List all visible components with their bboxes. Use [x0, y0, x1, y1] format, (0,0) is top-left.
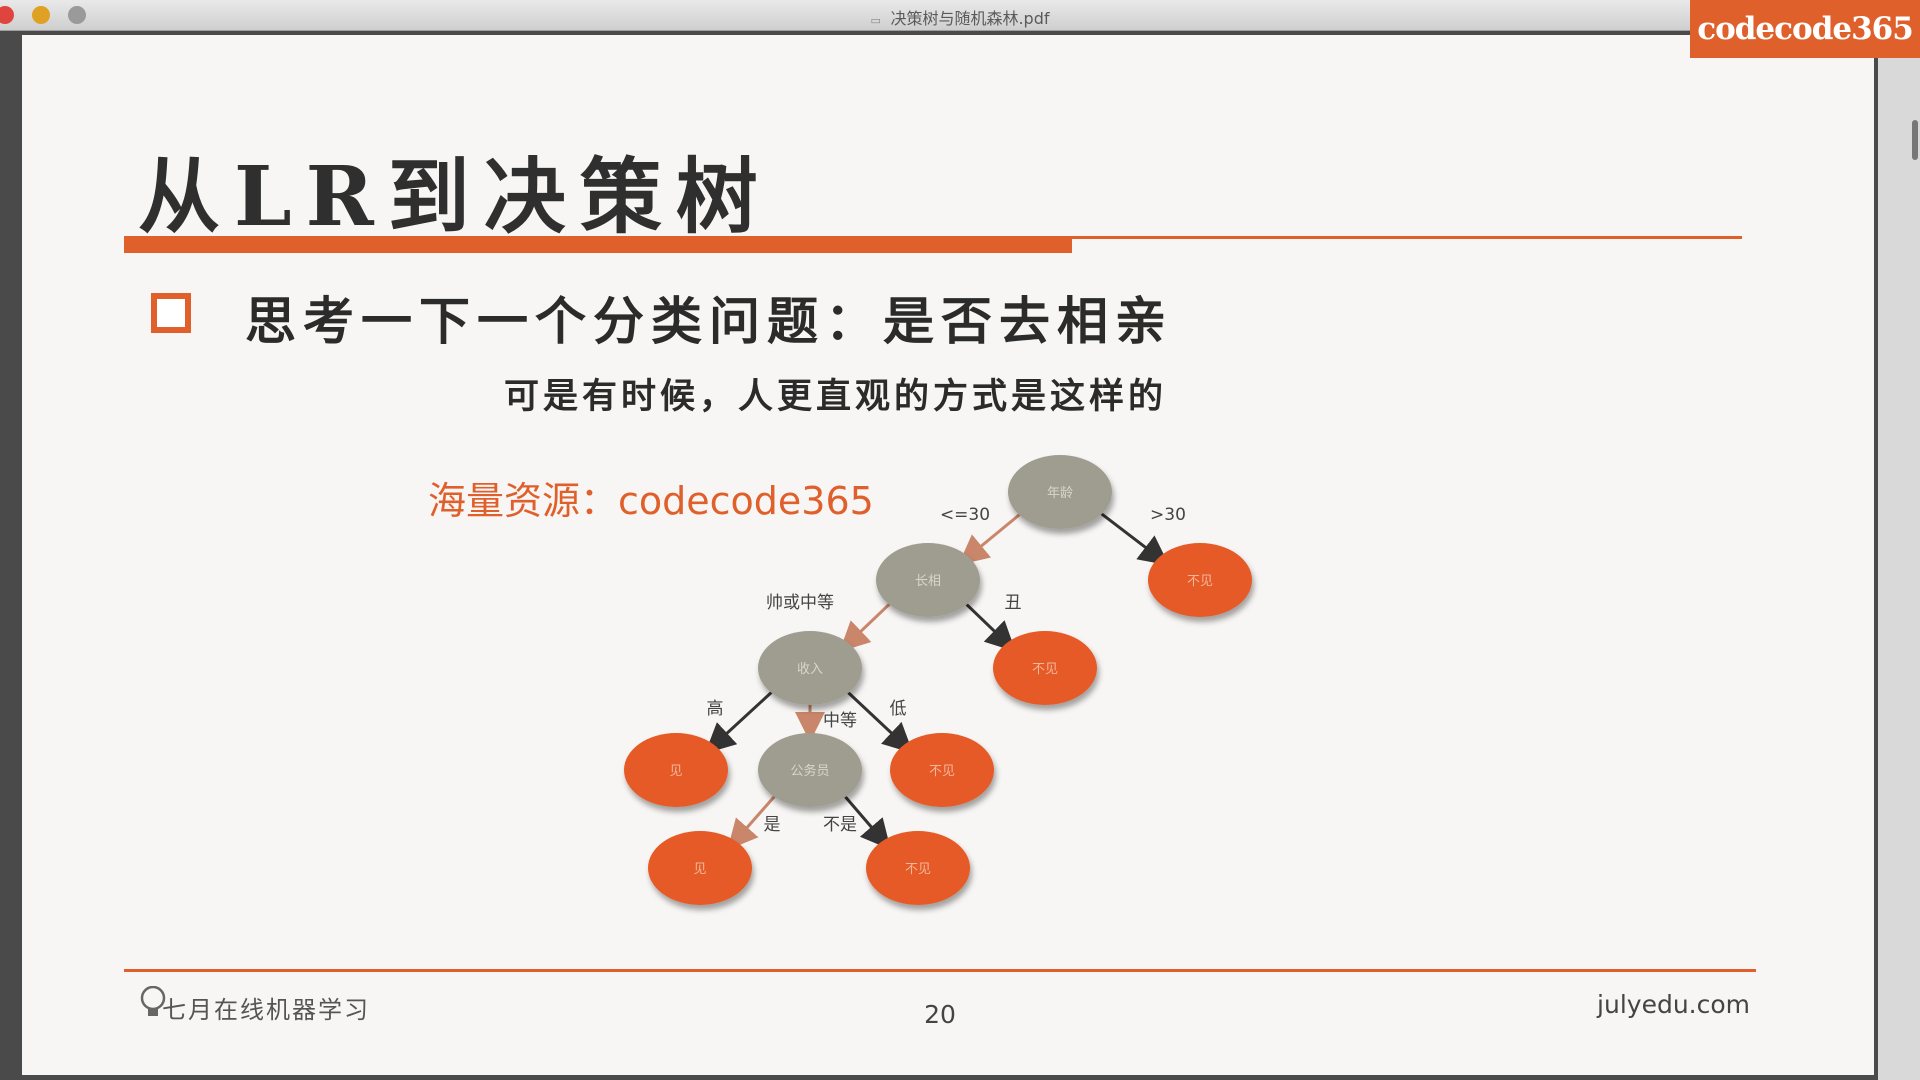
- leaf-node-shape: [890, 733, 994, 807]
- tree-node-income: 收入: [758, 631, 862, 705]
- tree-edge-label: 不是: [823, 815, 857, 835]
- close-window-button[interactable]: [0, 6, 14, 24]
- pdf-document-icon: ▭: [870, 14, 881, 27]
- slide-title: 从LR到决策树: [138, 149, 772, 245]
- tree-edge-income-yes1: [705, 685, 780, 754]
- leaf-node-shape: [993, 631, 1097, 705]
- tree-node-yes2: 见: [648, 831, 752, 905]
- decision-node-shape: [876, 543, 980, 617]
- tree-node-label: 见: [669, 764, 682, 779]
- watermark-badge: codecode365: [1690, 0, 1920, 58]
- page-number: 20: [924, 1000, 956, 1029]
- tree-edge-looks-no2: [958, 596, 1016, 652]
- leaf-node-shape: [624, 733, 728, 807]
- tree-node-label: 不见: [1187, 574, 1213, 589]
- tree-node-label: 不见: [929, 764, 955, 779]
- tree-edge-label: 高: [707, 699, 724, 719]
- window-title-text: 决策树与随机森林.pdf: [890, 9, 1050, 28]
- tree-edge-looks-income: [839, 596, 897, 652]
- promo-text: 海量资源：codecode365: [428, 479, 874, 523]
- tree-edge-age-looks: [958, 507, 1028, 565]
- tree-edge-label: 丑: [1005, 593, 1022, 613]
- decision-node-shape: [758, 733, 862, 807]
- footer-website: julyedu.com: [1597, 990, 1750, 1019]
- tree-edge-label: >30: [1150, 505, 1186, 525]
- decision-node-shape: [758, 631, 862, 705]
- tree-node-no2: 不见: [993, 631, 1097, 705]
- tree-edge-civil-yes2: [727, 788, 782, 850]
- window-title: ▭ 决策树与随机森林.pdf: [0, 5, 1920, 29]
- tree-edge-civil-no4: [838, 789, 891, 850]
- tree-edge-age-no1: [1092, 506, 1170, 566]
- tree-edge-income-no3: [840, 685, 914, 754]
- tree-node-no1: 不见: [1148, 543, 1252, 617]
- window-titlebar: ▭ 决策树与随机森林.pdf: [0, 0, 1920, 31]
- bullet-checkbox-icon: [151, 293, 191, 333]
- tree-edge-label: <=30: [940, 505, 990, 525]
- tree-node-no4: 不见: [866, 831, 970, 905]
- tree-node-label: 公务员: [790, 763, 829, 779]
- tree-edge-label: 中等: [823, 711, 857, 731]
- decision-node-shape: [1008, 455, 1112, 529]
- tree-edge-label: 低: [890, 699, 907, 719]
- tree-node-label: 不见: [905, 862, 931, 877]
- footer-brand-text: 七月在线机器学习: [162, 996, 370, 1024]
- leaf-node-shape: [648, 831, 752, 905]
- minimize-window-button[interactable]: [32, 6, 50, 24]
- title-underline: [124, 236, 1742, 239]
- julyedu-logo-icon: [140, 986, 166, 1016]
- tree-node-label: 见: [693, 862, 706, 877]
- scrollbar-thumb[interactable]: [1912, 120, 1918, 160]
- tree-node-label: 长相: [915, 574, 941, 589]
- tree-edge-label: 是: [764, 815, 781, 835]
- maximize-window-button[interactable]: [68, 6, 86, 24]
- tree-node-civil: 公务员: [758, 733, 862, 807]
- tree-node-no3: 不见: [890, 733, 994, 807]
- leaf-node-shape: [1148, 543, 1252, 617]
- leaf-node-shape: [866, 831, 970, 905]
- subtitle-text: 可是有时候，人更直观的方式是这样的: [504, 376, 1168, 417]
- title-underline-accent: [124, 238, 1072, 253]
- tree-node-label: 收入: [797, 662, 823, 677]
- tree-edge-label: 帅或中等: [766, 593, 834, 613]
- tree-node-label: 不见: [1032, 662, 1058, 677]
- tree-node-yes1: 见: [624, 733, 728, 807]
- footer-divider: [124, 969, 1756, 972]
- bullet-text: 思考一下一个分类问题：是否去相亲: [245, 292, 1174, 352]
- tree-node-label: 年龄: [1047, 486, 1073, 501]
- tree-node-age: 年龄: [1008, 455, 1112, 529]
- tree-node-looks: 长相: [876, 543, 980, 617]
- scrollbar-track[interactable]: [1878, 30, 1920, 1080]
